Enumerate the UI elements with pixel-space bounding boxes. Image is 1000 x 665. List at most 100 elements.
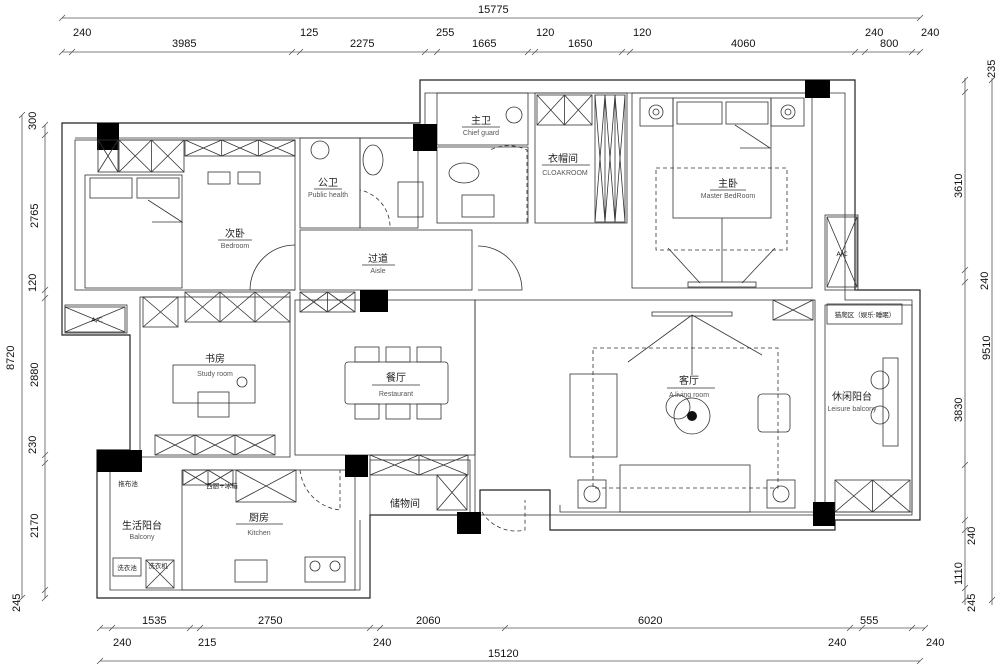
cabinet xyxy=(299,291,356,313)
dimension-left: 8720 300 2765 120 2880 230 2170 245 xyxy=(5,112,46,612)
chair xyxy=(237,171,261,185)
cabinet xyxy=(97,139,119,173)
room-name-en: Aisle xyxy=(370,268,385,275)
room-cloakroom: 衣帽间 CLOAKROOM xyxy=(542,152,590,177)
cabinet xyxy=(64,306,126,333)
dim-label: 120 xyxy=(27,274,39,292)
room-name-en: Bedroom xyxy=(221,243,250,250)
room-master-bedroom: 主卧 Master BedRoom xyxy=(701,177,756,200)
dim-tick xyxy=(961,88,969,96)
dim-tick xyxy=(41,594,49,602)
room-name: 书房 xyxy=(205,352,225,365)
dim-tick xyxy=(961,584,969,592)
dim-label: 2170 xyxy=(29,514,41,538)
room-study: 书房 Study room xyxy=(197,352,233,378)
shower-icon xyxy=(310,140,330,160)
cabinet xyxy=(142,296,179,328)
dim-top-total: 15775 xyxy=(478,4,509,16)
dim-tick xyxy=(908,624,916,632)
dim-label: 230 xyxy=(27,436,39,454)
dim-label: 235 xyxy=(986,60,998,78)
dim-tick xyxy=(41,586,49,594)
dim-tick xyxy=(916,657,924,665)
room-name-en: A living room xyxy=(669,392,709,399)
room-name: 公卫 xyxy=(318,178,338,189)
cabinets xyxy=(64,94,911,589)
dim-tick xyxy=(988,76,996,84)
dim-label: 245 xyxy=(11,594,23,612)
room-name-en: CLOAKROOM xyxy=(542,170,588,177)
room-public-bath: 公卫 Public health xyxy=(308,178,348,199)
dim-label: 3830 xyxy=(953,398,965,422)
dim-label: 2750 xyxy=(258,615,282,627)
dim-label: 1535 xyxy=(142,615,166,627)
dim-label: 2765 xyxy=(29,204,41,228)
room-name-en: Leisure balcony xyxy=(827,406,877,413)
room-name: 客厅 xyxy=(679,374,699,387)
dim-label: 240 xyxy=(921,27,939,39)
master-bed xyxy=(639,97,805,288)
study-desk xyxy=(172,364,256,418)
dim-label: 3985 xyxy=(172,38,196,50)
room-name-en: Public health xyxy=(308,192,348,199)
room-name: 过道 xyxy=(368,252,388,265)
dim-label: 2275 xyxy=(350,38,374,50)
room-name: 次卧 xyxy=(225,227,245,240)
dim-label: 120 xyxy=(633,27,651,39)
dim-tick xyxy=(961,596,969,604)
doors xyxy=(249,145,528,532)
dim-label: 240 xyxy=(113,637,131,649)
room-name-en: Balcony xyxy=(130,534,155,541)
dim-label: 555 xyxy=(860,615,878,627)
room-kitchen: 厨房 Kitchen xyxy=(236,511,283,537)
dim-tick xyxy=(41,294,49,302)
room-second-bedroom: 次卧 Bedroom xyxy=(218,227,252,250)
fixture-labels: A/C A/C 拖布池 西厨+冰箱 洗衣池 洗衣机 猫爬区（娱乐·睡眠） xyxy=(91,250,895,572)
room-name-en: Master BedRoom xyxy=(701,193,756,200)
cabinet xyxy=(436,474,468,511)
dimension-right: 9510 235 3610 240 3830 240 1110 245 xyxy=(953,60,998,612)
bath-fixtures xyxy=(310,106,523,218)
interior-walls xyxy=(64,92,913,591)
dim-tick xyxy=(288,48,296,56)
dim-tick xyxy=(68,48,76,56)
room-name: 餐厅 xyxy=(386,371,406,384)
dim-label: 300 xyxy=(27,112,39,130)
room-name-en: Chief guard xyxy=(463,130,499,137)
dim-tick xyxy=(58,48,66,56)
dim-tick xyxy=(861,48,869,56)
room-name: 储物间 xyxy=(390,497,420,510)
dim-label: 120 xyxy=(536,27,554,39)
cabinet xyxy=(184,291,291,323)
dim-label: 240 xyxy=(73,27,91,39)
cabinet xyxy=(154,434,276,456)
dimension-top: 15775 240 3985 125 2275 255 1665 120 165… xyxy=(62,4,939,53)
cabinet xyxy=(826,216,858,288)
dim-left-total: 8720 xyxy=(5,346,17,370)
room-balcony: 生活阳台 Balcony xyxy=(122,519,162,541)
furniture xyxy=(84,97,903,583)
kitchen-fixtures xyxy=(112,556,346,583)
cabinet xyxy=(182,469,234,486)
dim-tick xyxy=(858,624,866,632)
ac-label: A/C xyxy=(91,316,103,324)
dim-tick xyxy=(846,624,854,632)
room-living: 客厅 A living room xyxy=(667,374,715,399)
dim-tick xyxy=(908,48,916,56)
dim-tick xyxy=(961,461,969,469)
cabinet xyxy=(834,479,911,513)
dim-label: 2060 xyxy=(416,615,440,627)
dim-tick xyxy=(196,624,204,632)
room-master-bath: 主卫 Chief guard xyxy=(462,115,500,137)
dim-tick xyxy=(421,48,429,56)
shower-icon xyxy=(505,106,523,124)
dim-tick xyxy=(961,278,969,286)
cabinet xyxy=(772,299,814,321)
washer-label: 洗衣机 xyxy=(148,561,168,570)
dim-tick xyxy=(961,266,969,274)
dim-tick xyxy=(18,111,26,119)
dim-tick xyxy=(433,48,441,56)
leisure-furniture xyxy=(826,303,903,447)
dim-tick xyxy=(524,48,532,56)
dim-label: 3610 xyxy=(953,174,965,198)
